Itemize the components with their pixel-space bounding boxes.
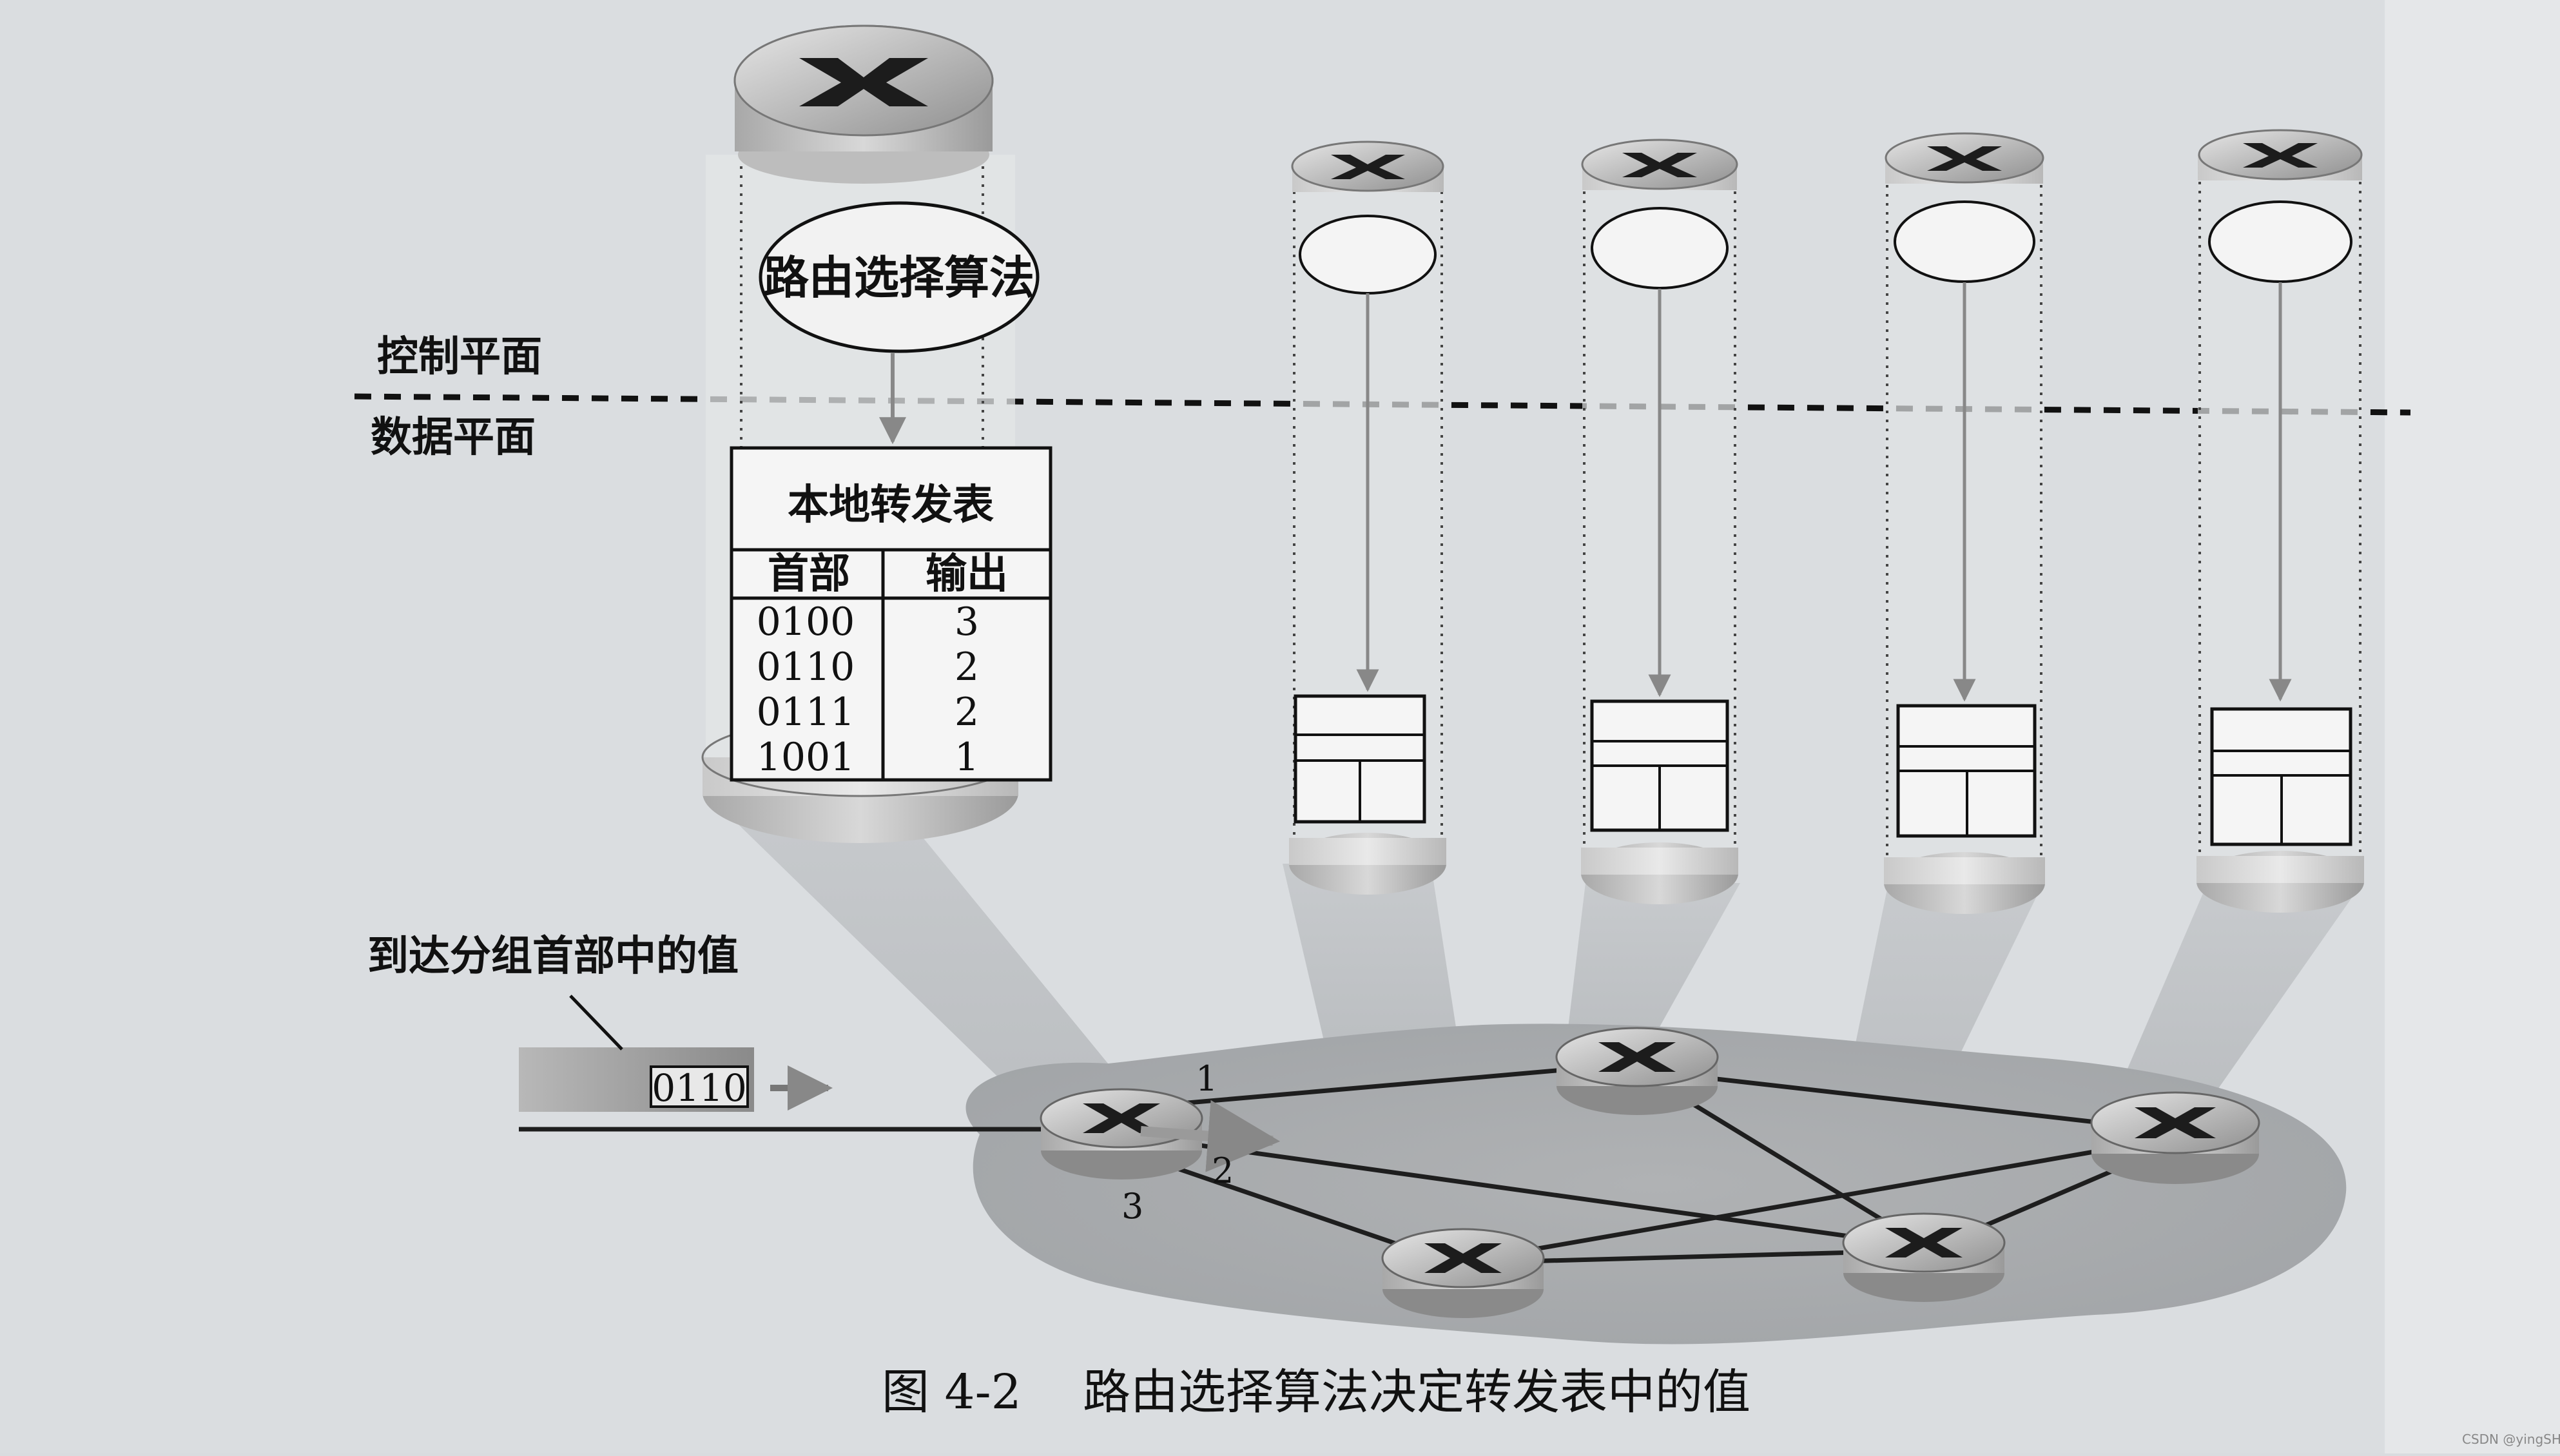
watermark: CSDN @yingSH(21 [2462, 1432, 2560, 1447]
table-cell-prefix-2: 0111 [757, 690, 855, 735]
network-router-bottom-left [1381, 1228, 1545, 1318]
table-cell-output-2: 2 [955, 690, 979, 735]
control-plane-label: 控制平面 [377, 333, 542, 381]
packet-label-leader [569, 995, 623, 1051]
forwarding-table: 本地转发表 首部 输出 0100 3 0110 2 0111 2 1001 1 [730, 446, 1052, 782]
table-cell-output-3: 1 [955, 735, 979, 780]
router-cylinder-4 [2196, 129, 2364, 913]
packet-header-value: 0110 [652, 1066, 747, 1110]
router-x-icon [799, 58, 928, 106]
router-cylinder-1 [1289, 141, 1446, 895]
router-x-icon [1083, 1103, 1160, 1133]
router-x-icon [1331, 155, 1405, 179]
figure-caption: 路由选择算法决定转发表中的值 [1083, 1364, 1750, 1420]
router-cylinder-2 [1581, 139, 1738, 904]
network-router-top [1555, 1027, 1719, 1115]
table-cell-prefix-3: 1001 [757, 735, 855, 780]
page-edge [2385, 0, 2560, 1453]
arriving-packet: 0110 [519, 1047, 833, 1112]
forward-arrow-port-2 [1140, 1100, 1281, 1172]
plane-divider [354, 393, 2411, 416]
table-cell-output-0: 3 [955, 599, 979, 645]
network-router-right [2090, 1091, 2260, 1184]
packet-header-label: 到达分组首部中的值 [367, 932, 739, 980]
routing-algorithm-ellipse [759, 201, 1040, 353]
router-x-icon [1598, 1042, 1676, 1072]
routing-algorithm-label: 路由选择算法 [764, 251, 1034, 304]
table-cell-output-1: 2 [955, 645, 979, 690]
table-cell-prefix-1: 0110 [757, 645, 855, 690]
figure-number: 图 4-2 [882, 1364, 1022, 1420]
router-x-icon [1622, 153, 1697, 177]
router-x-icon [2243, 143, 2318, 168]
projection-beams [706, 793, 2362, 1134]
forwarding-table-title: 本地转发表 [788, 481, 994, 529]
port-label-1: 1 [1196, 1058, 1217, 1099]
router-x-icon [1885, 1228, 1963, 1257]
router-cylinder-3 [1884, 132, 2045, 914]
port-label-3: 3 [1121, 1186, 1143, 1227]
router-x-icon [1424, 1243, 1502, 1273]
table-cell-prefix-0: 0100 [757, 599, 855, 645]
network-router-bottom-right [1842, 1212, 2006, 1302]
data-plane-label: 数据平面 [371, 413, 536, 461]
router-x-icon [1927, 146, 2002, 171]
port-label-2: 2 [1212, 1150, 1234, 1191]
table-header-prefix: 首部 [768, 550, 850, 598]
router-x-icon [2135, 1107, 2216, 1138]
table-header-output: 输出 [926, 550, 1008, 598]
